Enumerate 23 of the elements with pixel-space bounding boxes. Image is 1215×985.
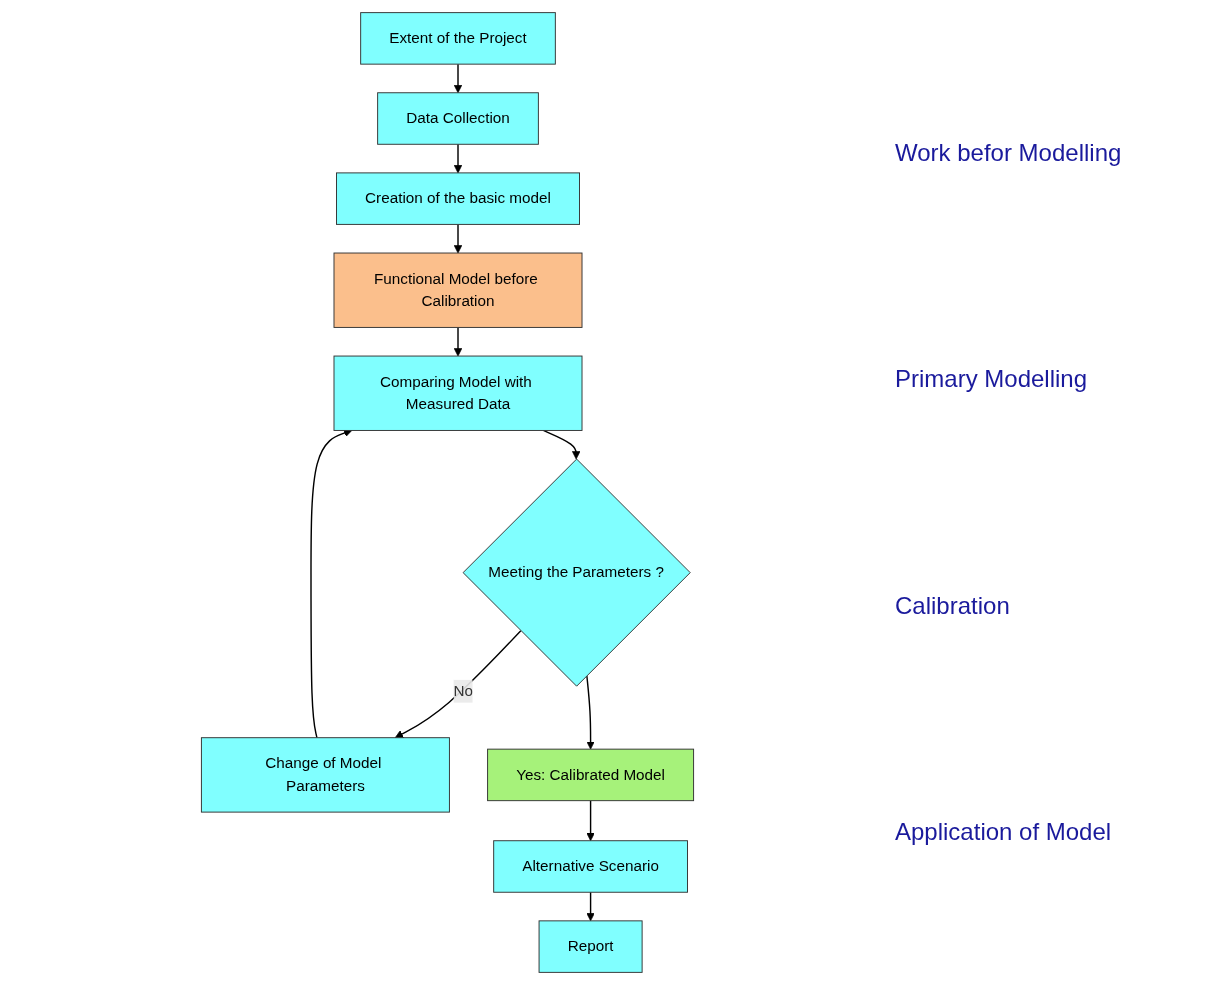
arrow (310, 429, 353, 739)
node-box: Extent of the Project (360, 12, 556, 65)
node-box: Comparing Model with Measured Data (333, 355, 583, 431)
arrow (586, 799, 595, 842)
node-box: Alternative Scenario (493, 840, 688, 893)
node-box: Creation of the basic model (336, 172, 580, 225)
phase-label: Application of Model (895, 817, 1113, 846)
node-box: Change of Model Parameters (200, 737, 450, 813)
arrow (542, 429, 581, 460)
arrow (453, 63, 463, 94)
arrow (394, 630, 522, 739)
arrow (453, 223, 463, 254)
node-diamond: Meeting the Parameters ? (462, 458, 691, 687)
arrow (453, 143, 463, 174)
phase-label: Work befor Modelling (895, 139, 1123, 168)
phase-label: Calibration (895, 591, 1011, 620)
node-box: Functional Model before Calibration (333, 252, 583, 328)
node-box: Yes: Calibrated Model (487, 748, 695, 802)
arrow (453, 326, 463, 357)
arrow (586, 891, 595, 922)
node-box: Data Collection (377, 92, 539, 145)
node-box: Report (538, 920, 643, 973)
phase-label: Primary Modelling (895, 365, 1089, 394)
